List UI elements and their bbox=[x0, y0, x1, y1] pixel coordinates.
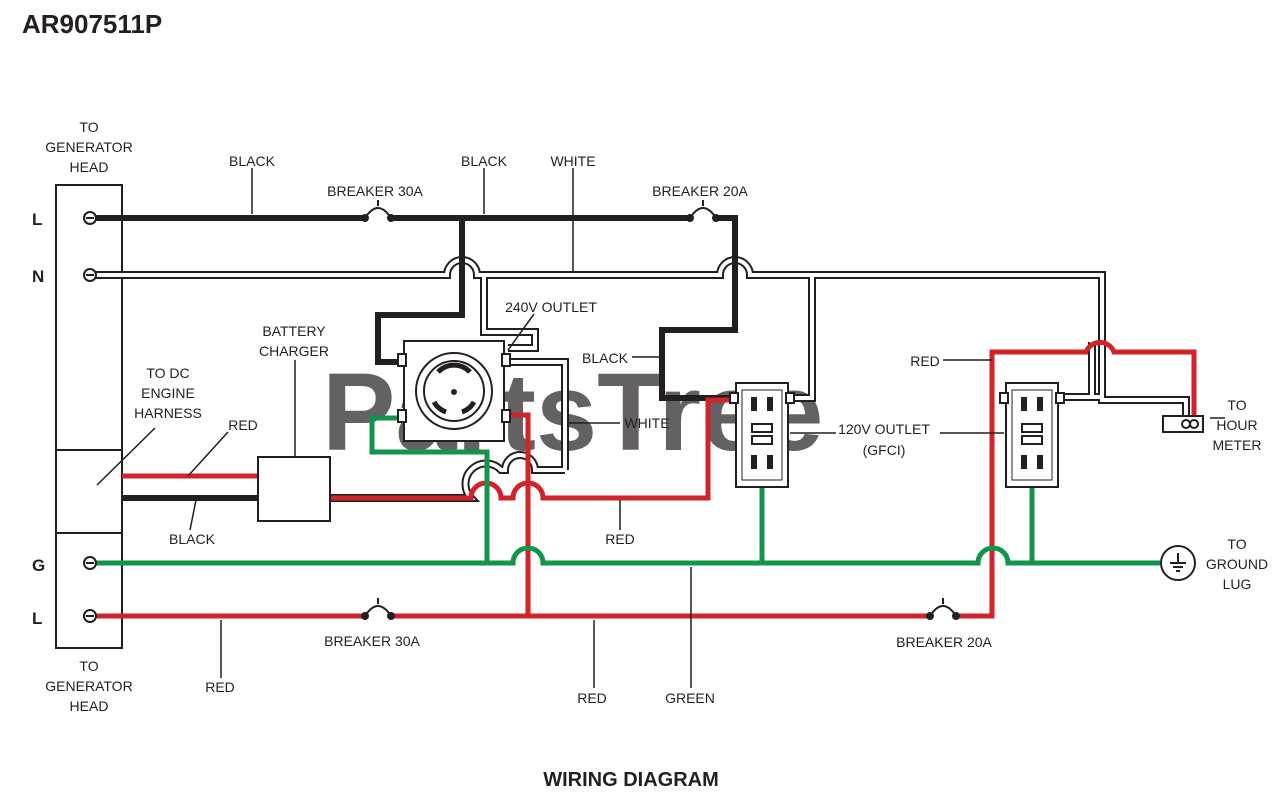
hour-meter-line2: HOUR bbox=[1216, 417, 1257, 433]
generator-terminal-block bbox=[55, 184, 156, 649]
wire-label-red-gfci2: RED bbox=[910, 353, 940, 369]
breaker-20a-bottom bbox=[926, 598, 960, 620]
ground-lug-line2: GROUND bbox=[1206, 556, 1268, 572]
gfci-outlet-2 bbox=[999, 382, 1065, 488]
diagram-title: WIRING DIAGRAM bbox=[543, 769, 719, 791]
outlet-120-line1: 120V OUTLET bbox=[838, 421, 930, 437]
breaker-20a-top bbox=[686, 200, 720, 222]
gen-head-bottom-line3: HEAD bbox=[70, 698, 109, 714]
wire-label-black-charger: BLACK bbox=[169, 531, 216, 547]
gen-head-top-line3: HEAD bbox=[70, 159, 109, 175]
wire-label-black-top-left: BLACK bbox=[229, 153, 276, 169]
battery-charger-line1: BATTERY bbox=[262, 323, 326, 339]
terminal-n-label: N bbox=[32, 267, 44, 286]
gen-head-top-line1: TO bbox=[79, 119, 98, 135]
red-wires bbox=[90, 339, 1197, 619]
black-wires bbox=[90, 215, 738, 501]
wire-label-black-top-mid: BLACK bbox=[461, 153, 508, 169]
leader-lines bbox=[187, 168, 1225, 688]
wire-label-red-mid: RED bbox=[605, 531, 635, 547]
gen-head-bottom-line1: TO bbox=[79, 658, 98, 674]
terminal-screws bbox=[83, 211, 97, 623]
gen-head-top-line2: GENERATOR bbox=[45, 139, 132, 155]
green-wires bbox=[90, 415, 1160, 566]
outlet-120-line2: (GFCI) bbox=[863, 442, 906, 458]
dc-harness-line1: TO DC bbox=[146, 365, 189, 381]
hour-meter-line1: TO bbox=[1227, 397, 1246, 413]
ground-lug-line1: TO bbox=[1227, 536, 1246, 552]
breaker-30a-bottom bbox=[361, 598, 395, 620]
gen-head-bottom-line2: GENERATOR bbox=[45, 678, 132, 694]
wire-label-red-bottom-left: RED bbox=[205, 679, 235, 695]
breaker-30a-top bbox=[361, 200, 395, 222]
outlet-240-label: 240V OUTLET bbox=[505, 299, 597, 315]
wire-label-breaker-20a-top: BREAKER 20A bbox=[652, 183, 748, 199]
wire-label-red-charger: RED bbox=[228, 417, 258, 433]
doc-code: AR907511P bbox=[22, 9, 162, 39]
terminal-l-bottom-label: L bbox=[32, 609, 42, 628]
wire-label-white-top: WHITE bbox=[550, 153, 595, 169]
gfci-outlet-1 bbox=[729, 382, 795, 488]
battery-charger-line2: CHARGER bbox=[259, 343, 329, 359]
ground-symbol-icon bbox=[1160, 545, 1196, 581]
hour-meter-line3: METER bbox=[1213, 437, 1262, 453]
terminal-g-label: G bbox=[32, 556, 45, 575]
ground-lug-line3: LUG bbox=[1223, 576, 1252, 592]
outlet-240v bbox=[397, 340, 511, 442]
wire-label-breaker-30a-top: BREAKER 30A bbox=[327, 183, 423, 199]
dc-harness-line3: HARNESS bbox=[134, 405, 202, 421]
wire-label-breaker-30a-bottom: BREAKER 30A bbox=[324, 633, 420, 649]
terminal-l-top-label: L bbox=[32, 210, 42, 229]
wire-label-breaker-20a-bottom: BREAKER 20A bbox=[896, 634, 992, 650]
wire-label-green-bottom: GREEN bbox=[665, 690, 715, 706]
wire-label-red-bottom-mid: RED bbox=[577, 690, 607, 706]
white-wires bbox=[90, 256, 1190, 502]
dc-harness-line2: ENGINE bbox=[141, 385, 195, 401]
battery-charger-box bbox=[257, 456, 331, 522]
wire-label-black-mid: BLACK bbox=[582, 350, 629, 366]
wire-label-white-mid: WHITE bbox=[624, 415, 669, 431]
hour-meter-connector bbox=[1162, 415, 1204, 433]
